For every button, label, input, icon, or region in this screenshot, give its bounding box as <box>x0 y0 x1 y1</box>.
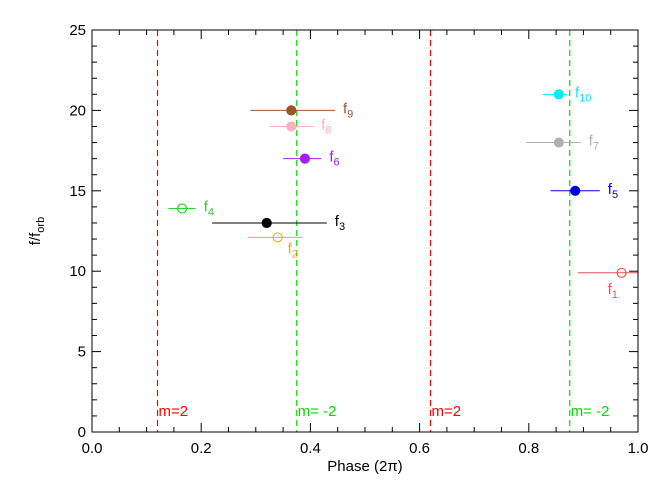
data-point <box>286 105 297 116</box>
point-label: f2 <box>288 240 298 260</box>
y-tick-label: 0 <box>78 424 86 441</box>
point-label: f7 <box>589 133 599 153</box>
point-label: f8 <box>321 116 331 136</box>
axes: 0.0 0.2 0.4 0.6 0.8 1.0 0 5 10 15 20 25 <box>69 22 648 457</box>
data-point <box>616 267 627 278</box>
x-tick-label: 0.2 <box>191 440 212 457</box>
x-tick-label: 0.6 <box>409 440 430 457</box>
point-label: f6 <box>329 149 339 169</box>
x-tick-label: 0.8 <box>518 440 539 457</box>
data-point <box>299 153 311 164</box>
point-label: f5 <box>608 181 618 201</box>
point-label: f4 <box>204 198 214 218</box>
point-label: f9 <box>343 100 353 120</box>
mode-line-label: m= -2 <box>298 403 337 420</box>
y-axis-label: f/forb <box>27 217 47 245</box>
data-point <box>272 232 283 243</box>
y-tick-label: 15 <box>69 183 86 200</box>
x-tick-label: 0.0 <box>82 440 103 457</box>
data-points: f1 f2 f3 f4 f5 f6 f7 f8 f9 f10 <box>168 84 638 301</box>
data-point <box>553 89 564 100</box>
harmonic-lines: m=2 m= -2 m=2 m= -2 <box>156 30 610 432</box>
data-point <box>261 217 272 229</box>
x-tick-label: 0.4 <box>300 440 321 457</box>
y-tick-label: 25 <box>69 22 86 39</box>
point-label: f10 <box>575 84 591 104</box>
mode-line-label: m=2 <box>432 403 462 420</box>
data-point <box>570 185 581 196</box>
mode-line-label: m=2 <box>159 403 189 420</box>
data-point <box>176 203 188 214</box>
data-point <box>553 137 564 148</box>
x-tick-label: 1.0 <box>628 440 649 457</box>
y-axis-label-main: f/f <box>27 232 44 245</box>
point-label: f1 <box>608 281 618 301</box>
y-axis-label-sub: orb <box>35 217 47 233</box>
data-point <box>286 121 297 132</box>
y-tick-label: 10 <box>69 263 86 280</box>
mode-line-label: m= -2 <box>571 403 610 420</box>
y-tick-label: 5 <box>78 344 86 361</box>
y-tick-label: 20 <box>69 102 86 119</box>
point-label: f3 <box>335 213 345 233</box>
x-axis-label: Phase (2π) <box>327 458 402 475</box>
